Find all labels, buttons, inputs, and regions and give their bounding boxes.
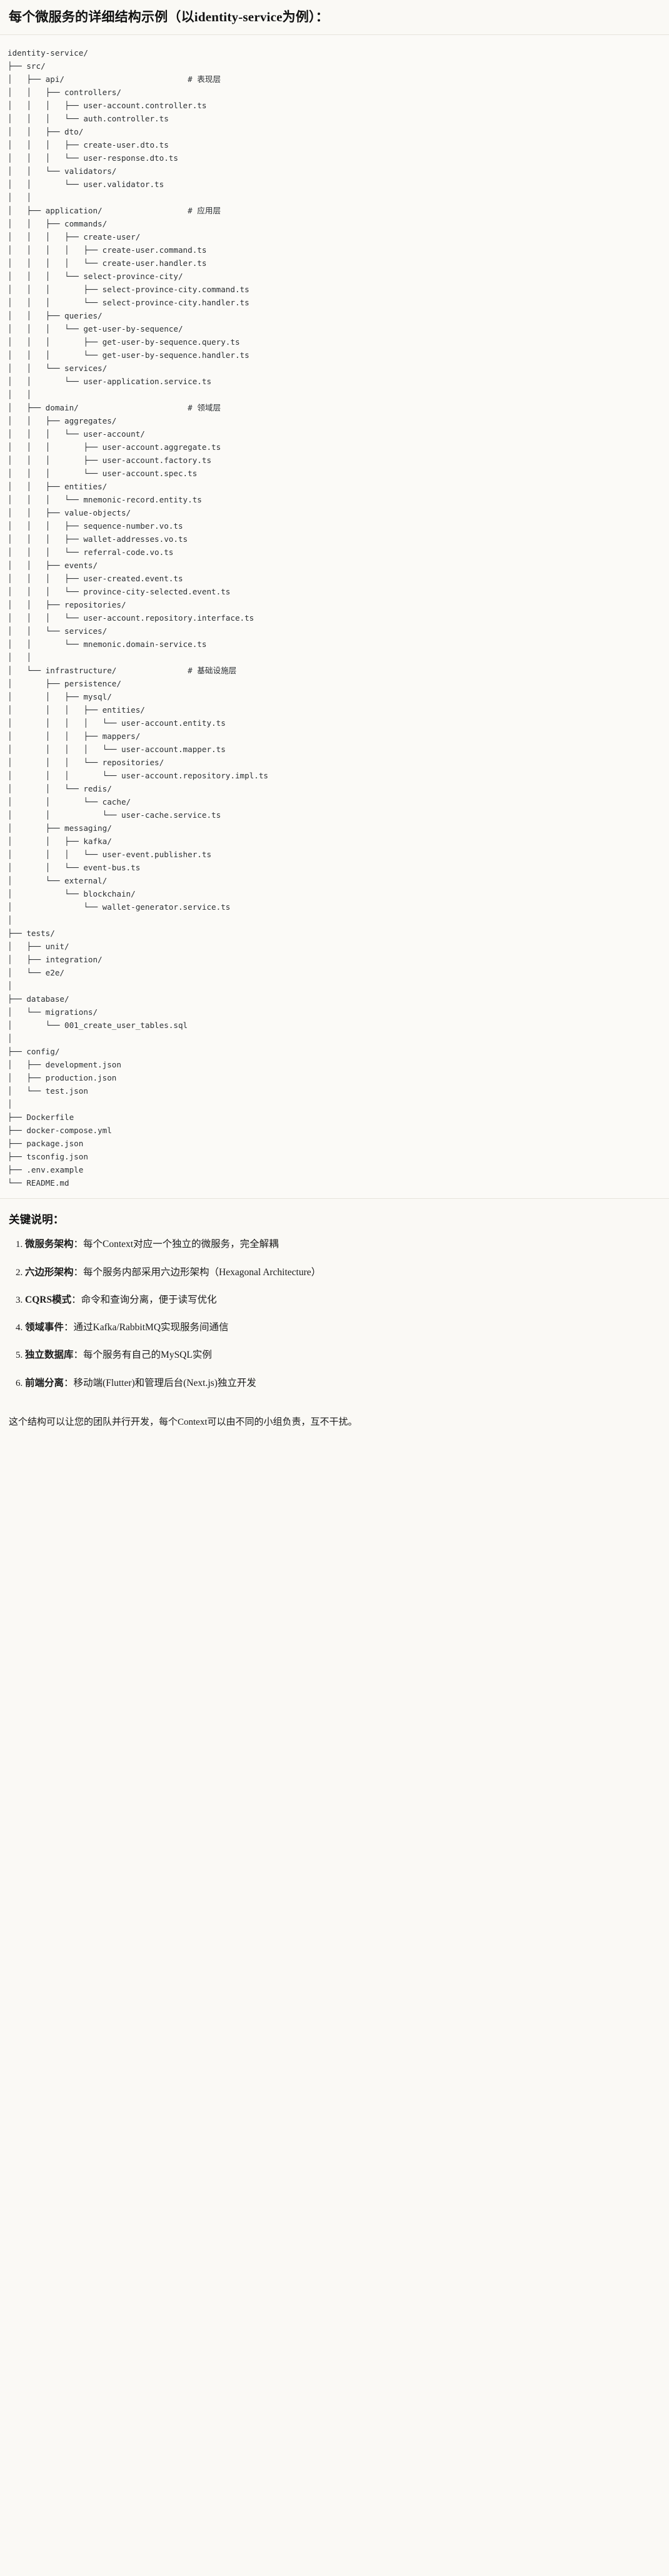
divider-top [0,34,669,36]
directory-tree: identity-service/ ├── src/ │ ├── api/ # … [8,48,269,1188]
list-item: 领域事件：通过Kafka/RabbitMQ实现服务间通信 [25,1320,660,1335]
note-description: 移动端(Flutter)和管理后台(Next.js)独立开发 [73,1377,256,1388]
note-separator: ： [71,1294,81,1305]
list-item: CQRS模式：命令和查询分离，便于读写优化 [25,1293,660,1307]
note-description: 每个Context对应一个独立的微服务，完全解耦 [83,1239,279,1250]
page-title: 每个微服务的详细结构示例（以identity-service为例）： [9,9,329,24]
list-item: 前端分离：移动端(Flutter)和管理后台(Next.js)独立开发 [25,1376,660,1390]
note-term: CQRS模式 [25,1294,72,1305]
note-term: 领域事件 [25,1322,64,1333]
divider-bottom [0,1198,669,1199]
note-term: 独立数据库 [25,1350,74,1361]
note-separator: ： [73,1266,84,1278]
title-block: 每个微服务的详细结构示例（以identity-service为例）： [0,0,669,34]
note-description: 每个服务有自己的MySQL实例 [83,1350,212,1361]
note-separator: ： [73,1350,84,1361]
note-separator: ： [64,1377,74,1388]
note-description: 每个服务内部采用六边形架构（Hexagonal Architecture） [83,1266,321,1278]
note-separator: ： [64,1322,74,1333]
closing-paragraph: 这个结构可以让您的团队并行开发，每个Context可以由不同的小组负责，互不干扰… [9,1417,358,1427]
note-term: 前端分离 [25,1377,64,1388]
list-item: 六边形架构：每个服务内部采用六边形架构（Hexagonal Architectu… [25,1265,660,1280]
note-term: 微服务架构 [25,1239,74,1250]
directory-tree-block: identity-service/ ├── src/ │ ├── api/ # … [0,35,669,1199]
note-term: 六边形架构 [25,1266,74,1278]
note-separator: ： [73,1239,84,1250]
key-notes-block: 关键说明： 微服务架构：每个Context对应一个独立的微服务，完全解耦 六边形… [0,1199,669,1410]
list-item: 微服务架构：每个Context对应一个独立的微服务，完全解耦 [25,1237,660,1251]
key-notes-list: 微服务架构：每个Context对应一个独立的微服务，完全解耦 六边形架构：每个服… [9,1237,660,1390]
key-notes-title: 关键说明： [9,1213,64,1226]
note-description: 通过Kafka/RabbitMQ实现服务间通信 [73,1322,229,1333]
note-description: 命令和查询分离，便于读写优化 [81,1294,217,1305]
list-item: 独立数据库：每个服务有自己的MySQL实例 [25,1348,660,1362]
